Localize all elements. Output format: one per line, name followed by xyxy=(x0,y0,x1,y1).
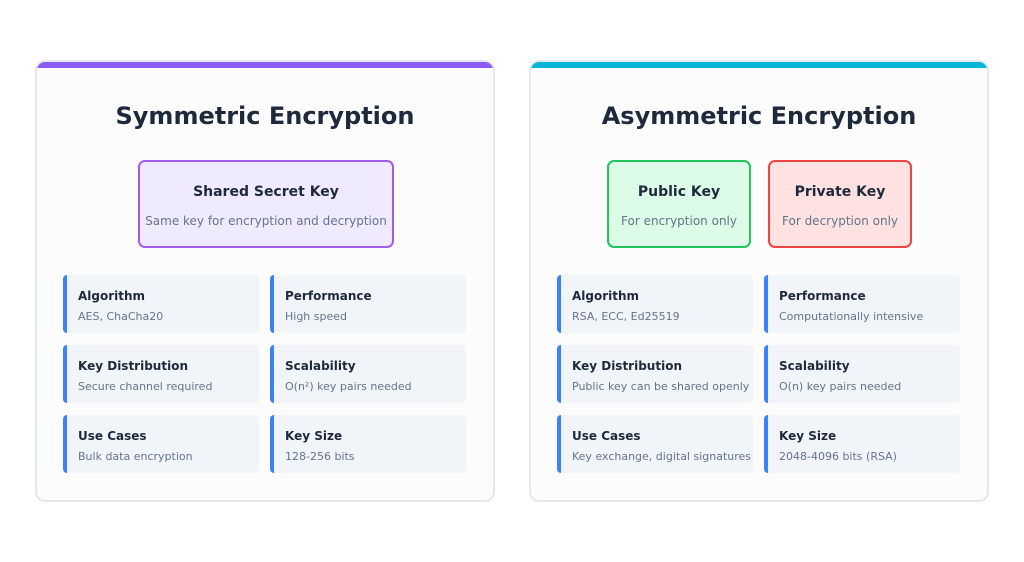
card-value: Secure channel required xyxy=(78,380,213,393)
card-value: Bulk data encryption xyxy=(78,450,193,463)
card-title: Performance xyxy=(285,289,372,303)
card-title: Performance xyxy=(779,289,866,303)
shared-key-title: Shared Secret Key xyxy=(193,184,339,200)
private-key-box: Private Key For decryption only xyxy=(768,160,912,248)
asym-card-key-distribution: Key Distribution Public key can be share… xyxy=(557,345,753,403)
card-title: Scalability xyxy=(779,359,850,373)
asym-card-use-cases: Use Cases Key exchange, digital signatur… xyxy=(557,415,753,473)
asym-card-performance: Performance Computationally intensive xyxy=(764,275,960,333)
card-value: O(n²) key pairs needed xyxy=(285,380,412,393)
card-title: Key Size xyxy=(779,429,837,443)
asym-card-scalability: Scalability O(n) key pairs needed xyxy=(764,345,960,403)
card-value: 128-256 bits xyxy=(285,450,355,463)
card-title: Use Cases xyxy=(572,429,641,443)
card-value: High speed xyxy=(285,310,348,323)
sym-card-key-distribution: Key Distribution Secure channel required xyxy=(63,345,259,403)
symmetric-panel: Symmetric Encryption Shared Secret Key S… xyxy=(35,60,495,502)
card-value: AES, ChaCha20 xyxy=(78,310,164,323)
card-title: Key Distribution xyxy=(78,359,188,373)
asym-card-algorithm: Algorithm RSA, ECC, Ed25519 xyxy=(557,275,753,333)
asym-card-key-size: Key Size 2048-4096 bits (RSA) xyxy=(764,415,960,473)
symmetric-title: Symmetric Encryption xyxy=(115,102,415,130)
public-key-box: Public Key For encryption only xyxy=(607,160,751,248)
shared-key-desc: Same key for encryption and decryption xyxy=(145,214,387,228)
public-key-desc: For encryption only xyxy=(621,214,737,228)
sym-card-key-size: Key Size 128-256 bits xyxy=(270,415,466,473)
private-key-title: Private Key xyxy=(794,184,886,200)
sym-card-use-cases: Use Cases Bulk data encryption xyxy=(63,415,259,473)
card-title: Use Cases xyxy=(78,429,147,443)
sym-card-algorithm: Algorithm AES, ChaCha20 xyxy=(63,275,259,333)
asymmetric-title: Asymmetric Encryption xyxy=(601,102,917,130)
card-title: Scalability xyxy=(285,359,356,373)
card-value: O(n) key pairs needed xyxy=(779,380,902,393)
card-title: Algorithm xyxy=(78,289,146,303)
card-title: Key Size xyxy=(285,429,343,443)
symmetric-accent-bar xyxy=(37,62,493,68)
shared-secret-key-box: Shared Secret Key Same key for encryptio… xyxy=(138,160,394,248)
private-key-desc: For decryption only xyxy=(782,214,898,228)
asymmetric-accent-bar xyxy=(531,62,987,68)
card-title: Key Distribution xyxy=(572,359,682,373)
card-value: RSA, ECC, Ed25519 xyxy=(572,310,680,323)
sym-card-performance: Performance High speed xyxy=(270,275,466,333)
card-title: Algorithm xyxy=(572,289,640,303)
card-value: Key exchange, digital signatures xyxy=(572,450,752,463)
card-value: 2048-4096 bits (RSA) xyxy=(779,450,897,463)
card-value: Computationally intensive xyxy=(779,310,924,323)
public-key-title: Public Key xyxy=(637,184,721,200)
asymmetric-panel: Asymmetric Encryption Public Key For enc… xyxy=(529,60,989,502)
sym-card-scalability: Scalability O(n²) key pairs needed xyxy=(270,345,466,403)
card-value: Public key can be shared openly xyxy=(572,380,750,393)
